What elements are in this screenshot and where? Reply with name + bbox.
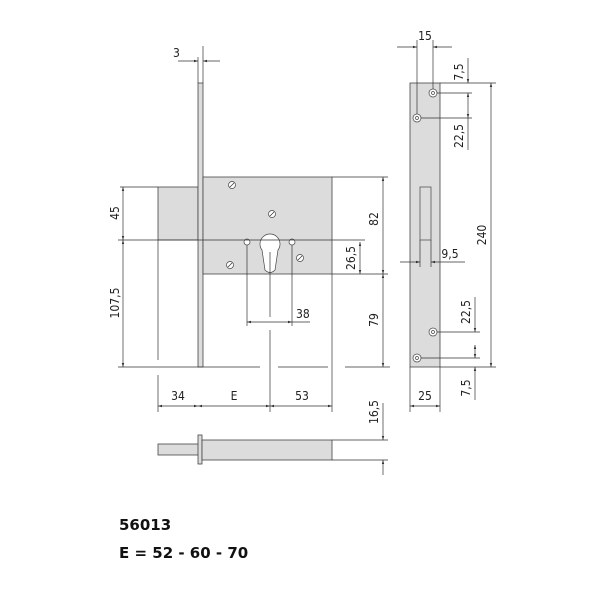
dim-backset: E [231,389,238,403]
dim-bolt-thickness: 16,5 [367,400,381,424]
dim-top-offset: 7,5 [452,63,466,80]
lock-front-view: 3 45 107,5 82 79 26,5 38 34 E 53 [108,46,390,412]
dim-bolt-height: 45 [108,206,122,220]
dim-bolt-to-bottom: 107,5 [108,288,122,319]
dim-bottom-hole-spacing: 22,5 [459,300,473,324]
faceplate [197,82,204,368]
dim-case-rear: 53 [295,389,309,403]
dim-faceplate-thickness: 3 [173,46,180,60]
dim-slot-width: 9,5 [441,247,458,261]
dim-top-hole-spacing: 22,5 [452,124,466,148]
backset-variants: E = 52 - 60 - 70 [119,544,248,562]
dim-hole-spacing-x: 15 [418,29,432,43]
model-number: 56013 [119,516,171,534]
strike-plate-view: 15 7,5 22,5 240 9,5 22,5 7,5 25 [397,29,496,412]
dim-bottom-offset: 7,5 [459,379,473,396]
bolt-side-view: 16,5 [157,400,388,475]
dim-case-upper: 82 [367,212,381,226]
dim-strike-width: 25 [418,389,432,403]
bolt [157,186,199,241]
dim-bolt-throw: 34 [171,389,185,403]
dim-screw-spacing: 38 [296,307,310,321]
dim-strike-height: 240 [475,225,489,246]
dim-cylinder-offset: 26,5 [344,246,358,270]
dim-case-lower: 79 [367,313,381,327]
screws [226,181,304,269]
